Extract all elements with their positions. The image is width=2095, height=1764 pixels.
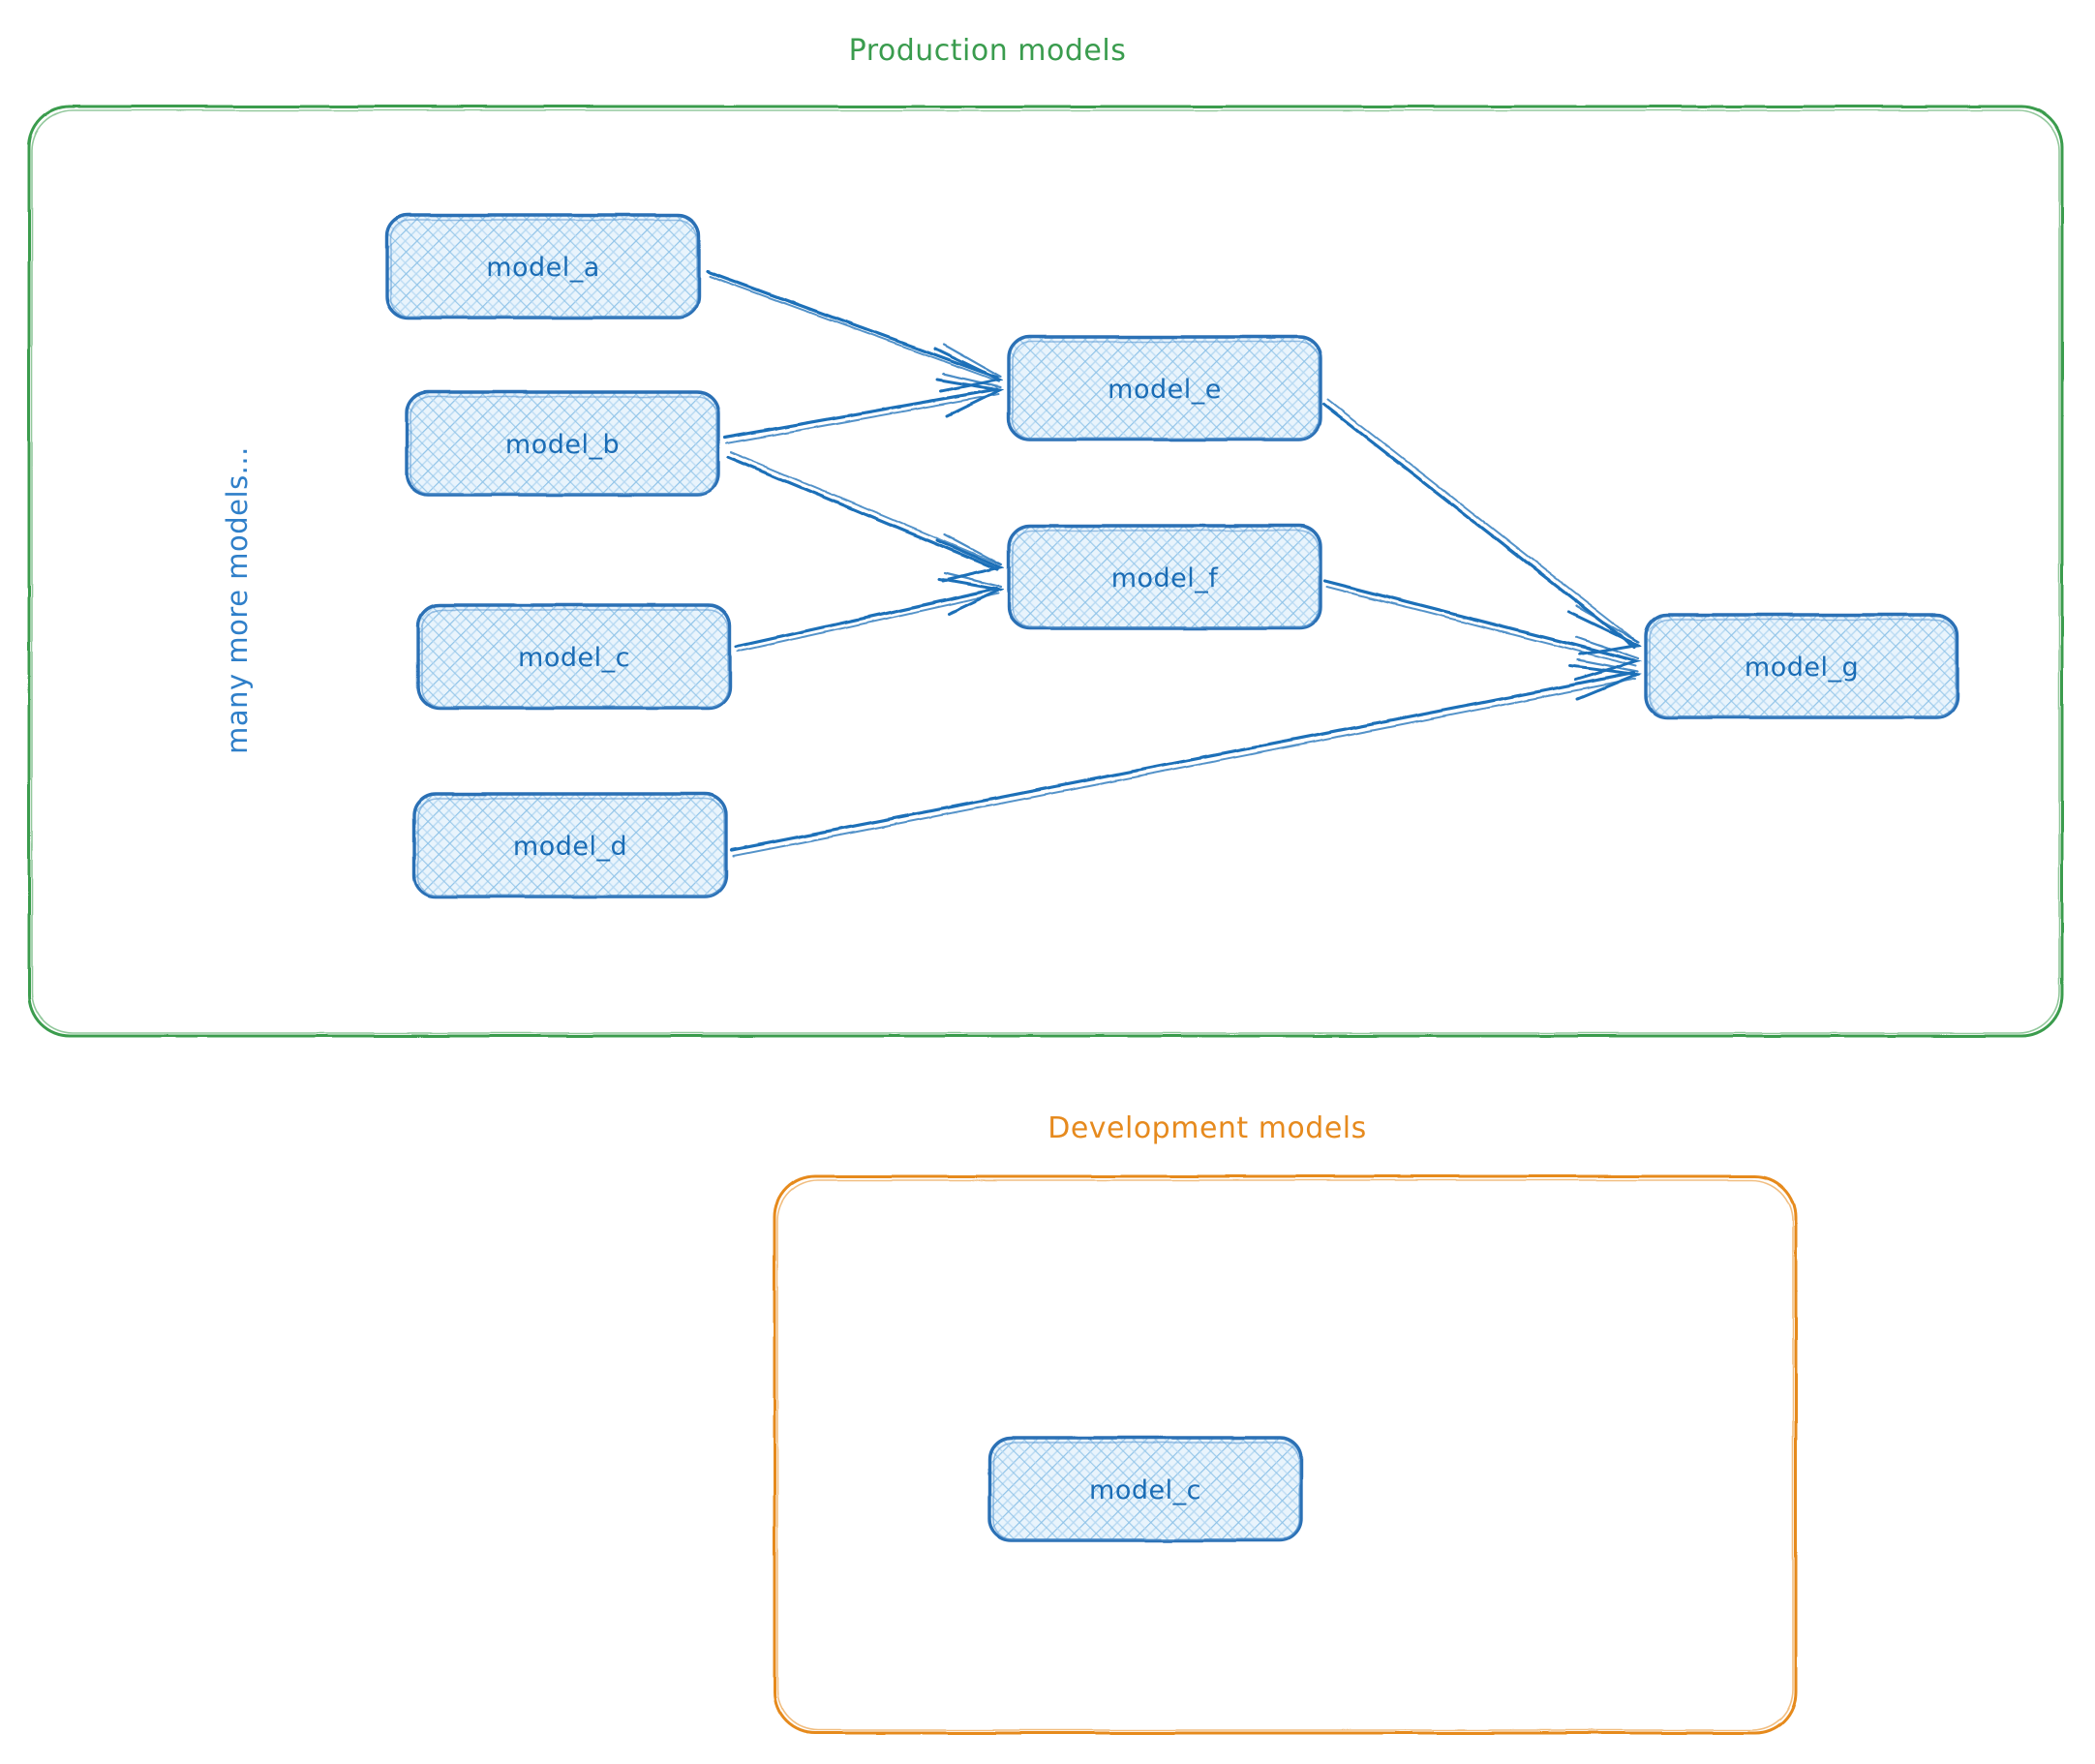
- node-layer: model_a model_b model_c: [385, 213, 1959, 1542]
- edge-model-a-to-model-e: [705, 269, 1004, 393]
- node-model_b[interactable]: model_b: [405, 390, 720, 497]
- many-more-models-label: many more models...: [221, 446, 254, 754]
- edge-model-b-to-model-f: [726, 451, 1005, 583]
- node-model_g-fill2: [1646, 615, 1958, 717]
- node-model_b-fill2: [407, 392, 718, 495]
- edge-model-c-to-model-f: [734, 571, 1005, 653]
- node-model_a-fill2: [387, 215, 699, 318]
- group-container-production: [27, 105, 2064, 1038]
- node-model_d-label: model_d: [513, 832, 627, 862]
- node-model_f-border-echo: [1012, 530, 1320, 628]
- node-model_c-prod-border-echo: [421, 609, 729, 708]
- group-container-development: [773, 1174, 1798, 1735]
- production-group-border: [27, 105, 2064, 1038]
- node-model_c-dev-border: [987, 1436, 1303, 1542]
- node-model_c-prod-label: model_c: [518, 643, 630, 673]
- development-group-title: Development models: [1048, 1111, 1367, 1145]
- node-model_a[interactable]: model_a: [385, 213, 701, 319]
- node-model_a-label: model_a: [486, 253, 600, 283]
- node-model_c-development[interactable]: model_c: [987, 1436, 1303, 1542]
- development-group-border: [773, 1174, 1798, 1735]
- development-group-border-shadow: [776, 1179, 1794, 1731]
- node-model_c-prod-fill2: [418, 605, 730, 708]
- node-model_b-border: [405, 390, 720, 497]
- node-model_c-dev-label: model_c: [1089, 1475, 1201, 1505]
- node-model_d-fill2: [414, 794, 726, 897]
- node-model_g-label: model_g: [1745, 653, 1859, 683]
- edge-model-f-to-model-g: [1322, 579, 1643, 682]
- node-model_c-prod-border: [416, 603, 732, 710]
- edge-layer: [705, 269, 1643, 857]
- node-model_e-fill2: [1009, 337, 1321, 440]
- node-model_f-label: model_f: [1111, 563, 1220, 593]
- edge-model-e-to-model-g: [1322, 399, 1642, 656]
- node-model_c-dev-border-echo: [992, 1442, 1300, 1540]
- production-group-border-shadow: [31, 109, 2060, 1034]
- node-model_g-border-echo: [1649, 619, 1957, 717]
- node-model_f-border: [1007, 524, 1322, 630]
- edge-model-d-to-model-g: [730, 658, 1643, 857]
- node-model_e[interactable]: model_e: [1007, 335, 1322, 441]
- production-group-title: Production models: [849, 34, 1127, 68]
- node-model_c-dev-fill2: [989, 1438, 1301, 1540]
- node-model_g-border: [1644, 613, 1959, 719]
- node-model_e-label: model_e: [1108, 375, 1222, 405]
- node-model_b-label: model_b: [505, 430, 620, 460]
- node-model_d-border-echo: [417, 798, 725, 897]
- node-model_d[interactable]: model_d: [412, 792, 728, 898]
- node-model_b-border-echo: [410, 396, 717, 495]
- title-layer: Production models Development models man…: [221, 34, 1367, 1145]
- node-model_c-production[interactable]: model_c: [416, 603, 732, 710]
- node-model_a-border: [385, 213, 701, 319]
- edge-model-b-to-model-e: [722, 372, 1005, 444]
- node-model_a-border-echo: [390, 219, 698, 318]
- node-model_f[interactable]: model_f: [1007, 524, 1322, 630]
- node-model_g[interactable]: model_g: [1644, 613, 1959, 719]
- node-model_d-border: [412, 792, 728, 898]
- node-model_f-fill2: [1009, 526, 1321, 628]
- node-model_e-border-echo: [1012, 341, 1320, 440]
- node-model_e-border: [1007, 335, 1322, 441]
